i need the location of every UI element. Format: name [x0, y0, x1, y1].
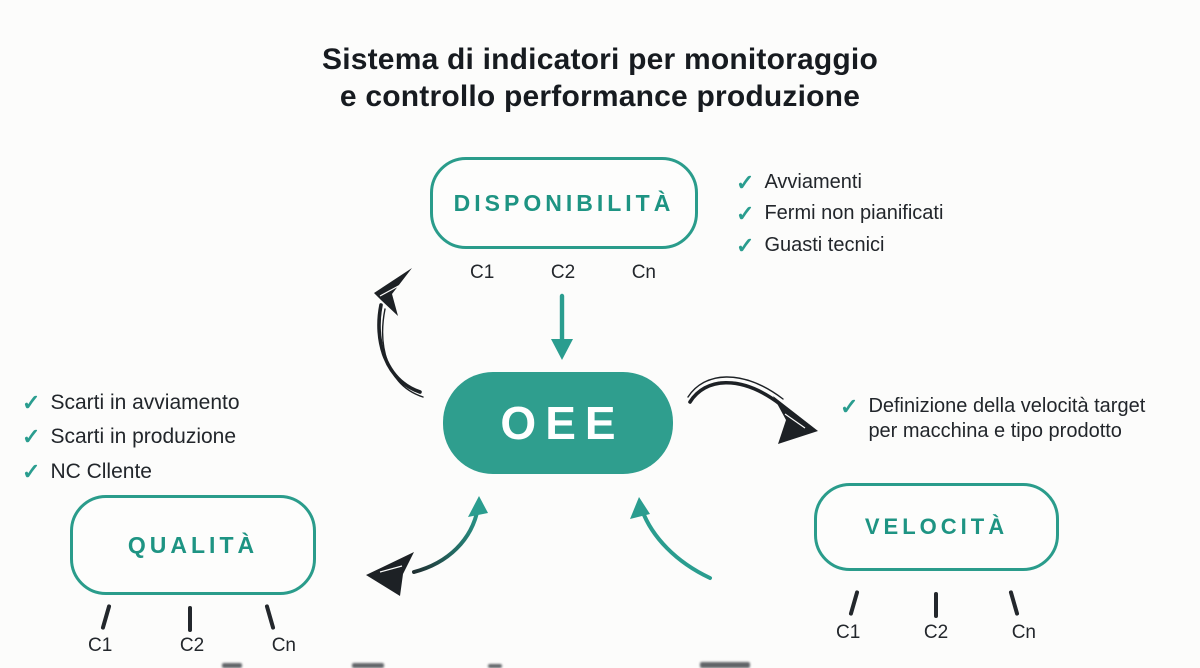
checklist-velocita: ✓ Definizione della velocità target per …: [840, 394, 1180, 450]
cutoff-text-fragment: [700, 662, 750, 668]
check-icon: ✓: [736, 201, 755, 227]
node-oee-label: OEE: [500, 397, 625, 449]
channel-label: C2: [550, 262, 576, 283]
cutoff-text-fragment: [222, 663, 242, 668]
checklist-item: ✓ Guasti tecnici: [736, 232, 885, 258]
page-title-line1: Sistema di indicatori per monitoraggio: [321, 43, 878, 76]
connector-tick: [934, 592, 938, 618]
checklist-item: ✓ Avviamenti: [736, 170, 862, 195]
page-title: Sistema di indicatori per monitoraggio e…: [0, 42, 1200, 115]
check-icon: ✓: [736, 232, 755, 258]
check-icon: ✓: [736, 170, 755, 195]
channel-label: Cn: [271, 635, 296, 656]
disponibilita-channels: C1 C2 Cn: [470, 262, 656, 284]
check-icon: ✓: [840, 394, 859, 419]
node-oee: OEE: [443, 372, 673, 474]
checklist-item: ✓ NC Cllente: [22, 458, 152, 484]
arrow-disponibilita-to-oee: [551, 293, 573, 360]
node-qualita: QUALITÀ: [70, 495, 316, 595]
cutoff-text-fragment: [488, 664, 502, 668]
node-disponibilita: DISPONIBILITÀ: [430, 157, 698, 249]
connector-tick: [264, 603, 276, 631]
connector-tick: [188, 606, 192, 632]
velocita-channels: C1 C2 Cn: [836, 622, 1036, 644]
arrow-velocita-to-oee: [630, 497, 712, 580]
node-velocita: VELOCITÀ: [814, 483, 1059, 571]
check-icon: ✓: [22, 458, 41, 484]
checklist-item: ✓ Scarti in produzione: [22, 424, 237, 450]
channel-label: C1: [836, 622, 861, 643]
node-qualita-label: QUALITÀ: [127, 531, 259, 558]
check-icon: ✓: [22, 390, 41, 415]
checklist-item: ✓ Fermi non pianificati: [736, 201, 944, 227]
node-velocita-label: VELOCITÀ: [864, 514, 1009, 539]
connector-tick: [1008, 589, 1020, 617]
arrow-oee-to-velocita: [687, 376, 818, 444]
check-icon: ✓: [22, 424, 41, 450]
checklist-item: ✓ Definizione della velocità target per …: [840, 394, 1146, 442]
checklist-disponibilita: ✓ Avviamenti ✓ Fermi non pianificati ✓ G…: [736, 170, 943, 264]
channel-label: C2: [179, 635, 205, 656]
checklist-qualita: ✓ Scarti in avviamento ✓ Scarti in produ…: [22, 390, 240, 493]
channel-label: C2: [923, 622, 949, 643]
channel-label: Cn: [1011, 622, 1036, 643]
connector-tick: [848, 589, 860, 617]
checklist-item: ✓ Scarti in avviamento: [22, 390, 240, 415]
arrow-oee-to-qualita: [366, 496, 488, 596]
channel-label: Cn: [631, 262, 656, 283]
qualita-channels: C1 C2 Cn: [88, 635, 296, 657]
channel-label: C1: [470, 262, 495, 283]
node-disponibilita-label: DISPONIBILITÀ: [453, 189, 675, 216]
cutoff-text-fragment: [352, 663, 384, 668]
arrow-up-to-disponibilita: [374, 268, 424, 398]
channel-label: C1: [88, 635, 113, 656]
page-title-line2: e controllo performance produzione: [339, 79, 861, 113]
connector-tick: [100, 603, 112, 631]
